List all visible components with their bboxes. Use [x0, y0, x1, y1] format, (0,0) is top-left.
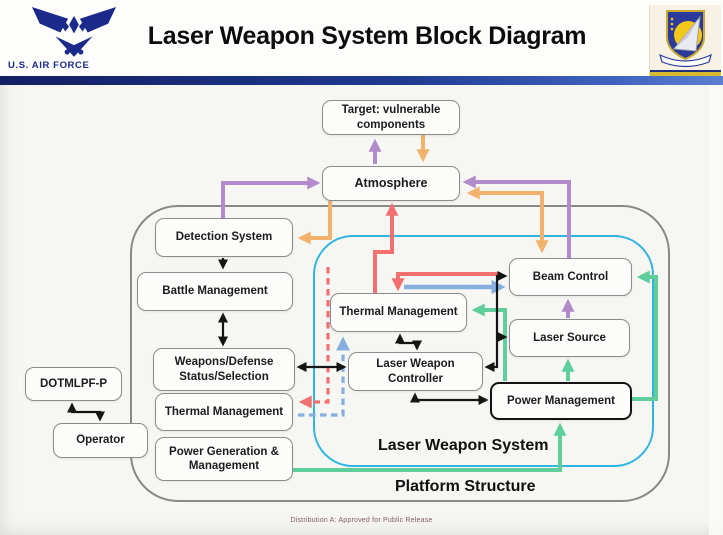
arrow-dotmlpf-operator [67, 402, 105, 422]
unit-emblem-panel [649, 5, 721, 84]
node-weapons-defense: Weapons/Defense Status/Selection [153, 348, 295, 391]
platform-structure-label: Platform Structure [395, 478, 536, 495]
page-title: Laser Weapon System Block Diagram [147, 22, 587, 50]
node-dotmlpf: DOTMLPF-P [25, 367, 122, 401]
laser-weapon-system-label: Laser Weapon System [378, 437, 549, 454]
unit-shield-emblem-icon [659, 10, 712, 68]
node-power-generation: Power Generation & Management [155, 437, 293, 481]
usaf-branding-text: U.S. AIR FORCE [8, 60, 90, 71]
node-operator: Operator [53, 423, 148, 458]
distribution-statement: Distribution A: Approved for Public Rele… [290, 517, 433, 524]
platform-structure-boundary [130, 205, 670, 502]
node-detection-system: Detection System [155, 218, 293, 257]
node-beam-control: Beam Control [509, 258, 632, 296]
usaf-wings-icon [30, 4, 118, 63]
node-laser-source: Laser Source [509, 319, 630, 357]
node-target: Target: vulnerable components [322, 100, 460, 135]
slide-right-margin [709, 85, 723, 535]
node-power-management: Power Management [490, 382, 632, 420]
node-battle-management: Battle Management [137, 272, 293, 311]
slide-header: U.S. AIR FORCE Laser Weapon System Block… [0, 0, 723, 84]
node-atmosphere: Atmosphere [322, 166, 460, 201]
node-laser-weapon-controller: Laser Weapon Controller [348, 352, 483, 391]
node-lws-thermal-management: Thermal Management [330, 293, 467, 332]
header-divider-bar [0, 76, 723, 85]
node-platform-thermal-management: Thermal Management [155, 393, 293, 431]
